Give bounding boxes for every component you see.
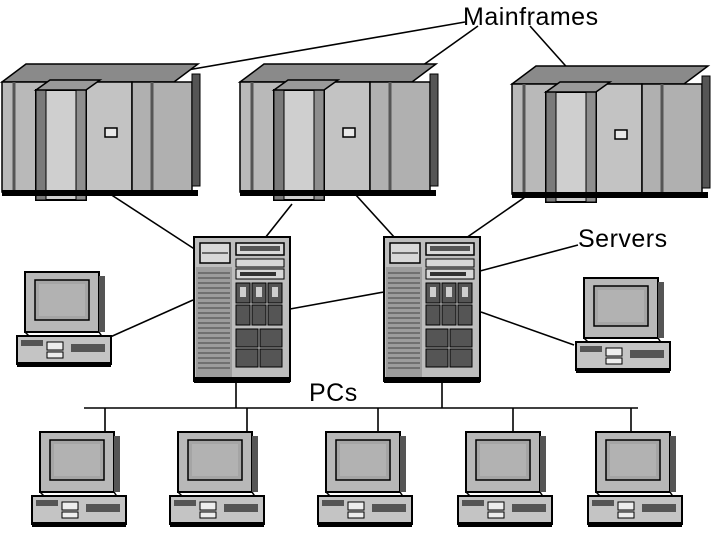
mainframe-icon [0, 62, 202, 202]
pc-icon [31, 431, 127, 528]
servers-label: Servers [578, 225, 668, 253]
pc-icon [575, 277, 671, 374]
server-icon [193, 236, 291, 384]
pc-icon [169, 431, 265, 528]
pc-icon [317, 431, 413, 528]
mainframes-label: Mainframes [463, 3, 599, 31]
mainframe-icon [238, 62, 440, 202]
pc-icon [587, 431, 683, 528]
pc-icon [457, 431, 553, 528]
mainframe-icon [510, 64, 712, 204]
pcs-label: PCs [309, 379, 358, 407]
connection-lines [84, 21, 638, 436]
server-icon [383, 236, 481, 384]
pc-icon [16, 271, 112, 368]
